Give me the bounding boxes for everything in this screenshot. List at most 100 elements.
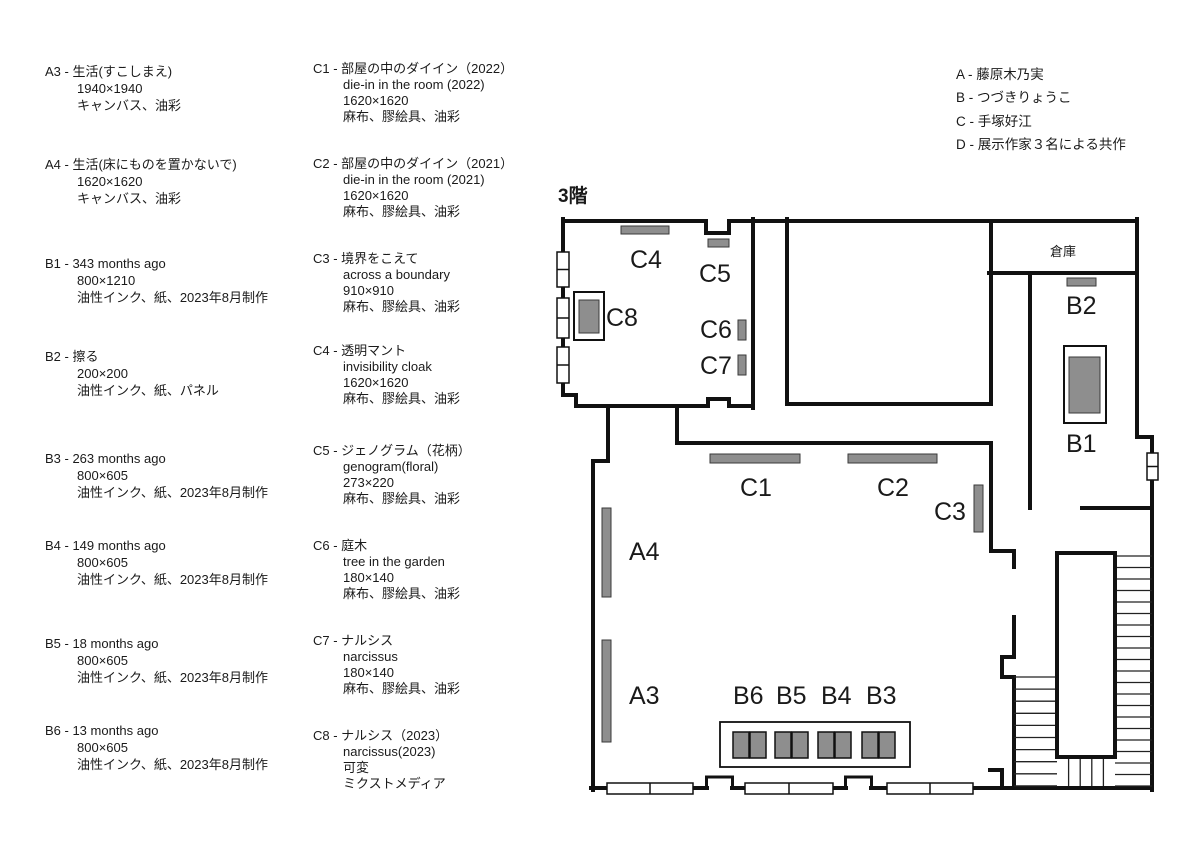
work-entry-C8: C8 - ナルシス（2023）narcissus(2023)可変ミクストメディア (313, 728, 448, 792)
wall-right (1135, 217, 1154, 792)
work-title-B4: B4 - 149 months ago (45, 538, 166, 553)
artwork-c8 (578, 299, 600, 334)
legend-artist-c: C - 手塚好江 (956, 113, 1032, 129)
table-artwork-6 (834, 731, 852, 759)
artwork-c4 (620, 225, 670, 235)
table-artwork-4 (791, 731, 809, 759)
work-entry-B2: B2 - 擦る 200×200 油性インク、紙、パネル (45, 348, 219, 399)
work-title-C7: C7 - ナルシス (313, 633, 394, 648)
plan-label-c7: C7 (700, 352, 732, 380)
work-detail-C1-2: 1620×1620 (343, 93, 409, 108)
work-detail-C1-1: die-in in the room (2022) (343, 77, 485, 92)
work-entry-B5: B5 - 18 months ago 800×605 油性インク、紙、2023年8月… (45, 635, 268, 686)
work-detail-C6-1: tree in the garden (343, 554, 445, 569)
artwork-c2 (847, 453, 938, 464)
stair-void (1055, 551, 1117, 759)
plan-label-a3: A3 (629, 682, 660, 710)
artist-legend: A - 藤原木乃実 B - つづきりょうこ C - 手塚好江 D - 展示作家３… (956, 63, 1126, 156)
work-detail-C4-1: invisibility cloak (343, 359, 432, 374)
work-title-C5: C5 - ジェノグラム（花柄） (313, 443, 471, 458)
work-entry-C1: C1 - 部屋の中のダイイン（2022）die-in in the room (… (313, 61, 513, 125)
table-artwork-2 (749, 731, 767, 759)
work-detail-C3-3: 麻布、膠絵具、油彩 (343, 299, 461, 314)
work-title-B5: B5 - 18 months ago (45, 636, 159, 651)
wall-corridor-top (785, 217, 991, 406)
work-detail-C5-1: genogram(floral) (343, 459, 439, 474)
plan-label-c1: C1 (740, 474, 772, 502)
plan-label-c8: C8 (606, 304, 638, 332)
exit-doors (705, 775, 873, 790)
plan-label-b6: B6 (733, 682, 764, 710)
storage-room-label: 倉庫 (1049, 244, 1076, 259)
wall-room-bottom (574, 397, 755, 408)
work-title-C6: C6 - 庭木 (313, 538, 368, 553)
work-detail-C7-3: 麻布、膠絵具、油彩 (343, 681, 461, 696)
plan-label-a4: A4 (629, 538, 660, 566)
work-detail-C3-2: 910×910 (343, 283, 394, 298)
artwork-b2 (1066, 277, 1097, 287)
windows (556, 251, 1159, 795)
wall-left-hall (591, 404, 610, 792)
work-detail-A4-1: 1620×1620 (77, 174, 143, 189)
work-title-C2: C2 - 部屋の中のダイイン（2021） (313, 156, 514, 171)
work-detail-C2-1: die-in in the room (2021) (343, 172, 485, 187)
work-detail-A3-2: キャンバス、油彩 (77, 98, 182, 113)
plan-label-b2: B2 (1066, 292, 1097, 320)
table-artwork-1 (732, 731, 750, 759)
artwork-markers (573, 225, 1107, 768)
work-detail-B2-1: 200×200 (77, 366, 128, 381)
work-detail-C8-2: 可変 (343, 760, 370, 775)
work-detail-B4-2: 油性インク、紙、2023年8月制作 (77, 572, 268, 587)
legend-artist-a: A - 藤原木乃実 (956, 67, 1044, 82)
wall-top (561, 219, 1139, 235)
work-title-B6: B6 - 13 months ago (45, 723, 159, 738)
work-detail-B2-2: 油性インク、紙、パネル (77, 383, 219, 398)
artwork-c5 (707, 238, 730, 248)
work-detail-B5-1: 800×605 (77, 653, 128, 668)
work-detail-A4-2: キャンバス、油彩 (77, 191, 182, 206)
plan-label-b4: B4 (821, 682, 852, 710)
work-detail-B5-2: 油性インク、紙、2023年8月制作 (77, 670, 268, 685)
work-detail-C4-2: 1620×1620 (343, 375, 409, 390)
work-detail-B1-1: 800×1210 (77, 273, 136, 288)
wall-corridor-bottom (675, 441, 1016, 569)
plan-label-c6: C6 (700, 316, 732, 344)
artwork-c6 (737, 319, 747, 341)
work-detail-C7-2: 180×140 (343, 665, 394, 680)
artwork-a3 (601, 639, 612, 743)
artwork-a4 (601, 507, 612, 598)
work-title-C1: C1 - 部屋の中のダイイン（2022） (313, 61, 514, 76)
work-title-B1: B1 - 343 months ago (45, 256, 166, 271)
work-title-B2: B2 - 擦る (45, 349, 99, 364)
staircase (1014, 551, 1152, 787)
plan-label-c3: C3 (934, 498, 966, 526)
floor-title: 3階 (558, 186, 588, 207)
plan-label-b1: B1 (1066, 430, 1097, 458)
work-detail-C7-1: narcissus (343, 649, 398, 664)
exit-door-1 (705, 775, 734, 790)
table-artwork-8 (878, 731, 896, 759)
work-entry-C2: C2 - 部屋の中のダイイン（2021）die-in in the room (… (313, 156, 513, 220)
plan-label-b3: B3 (866, 682, 897, 710)
exit-door-2 (844, 775, 873, 790)
artwork-c1 (709, 453, 801, 464)
work-detail-C6-2: 180×140 (343, 570, 394, 585)
work-title-A3: A3 - 生活(すこしまえ) (45, 64, 173, 79)
work-detail-C4-3: 麻布、膠絵具、油彩 (343, 391, 461, 406)
table-artwork-3 (774, 731, 792, 759)
plan-label-c5: C5 (699, 260, 731, 288)
table-artwork-5 (817, 731, 835, 759)
